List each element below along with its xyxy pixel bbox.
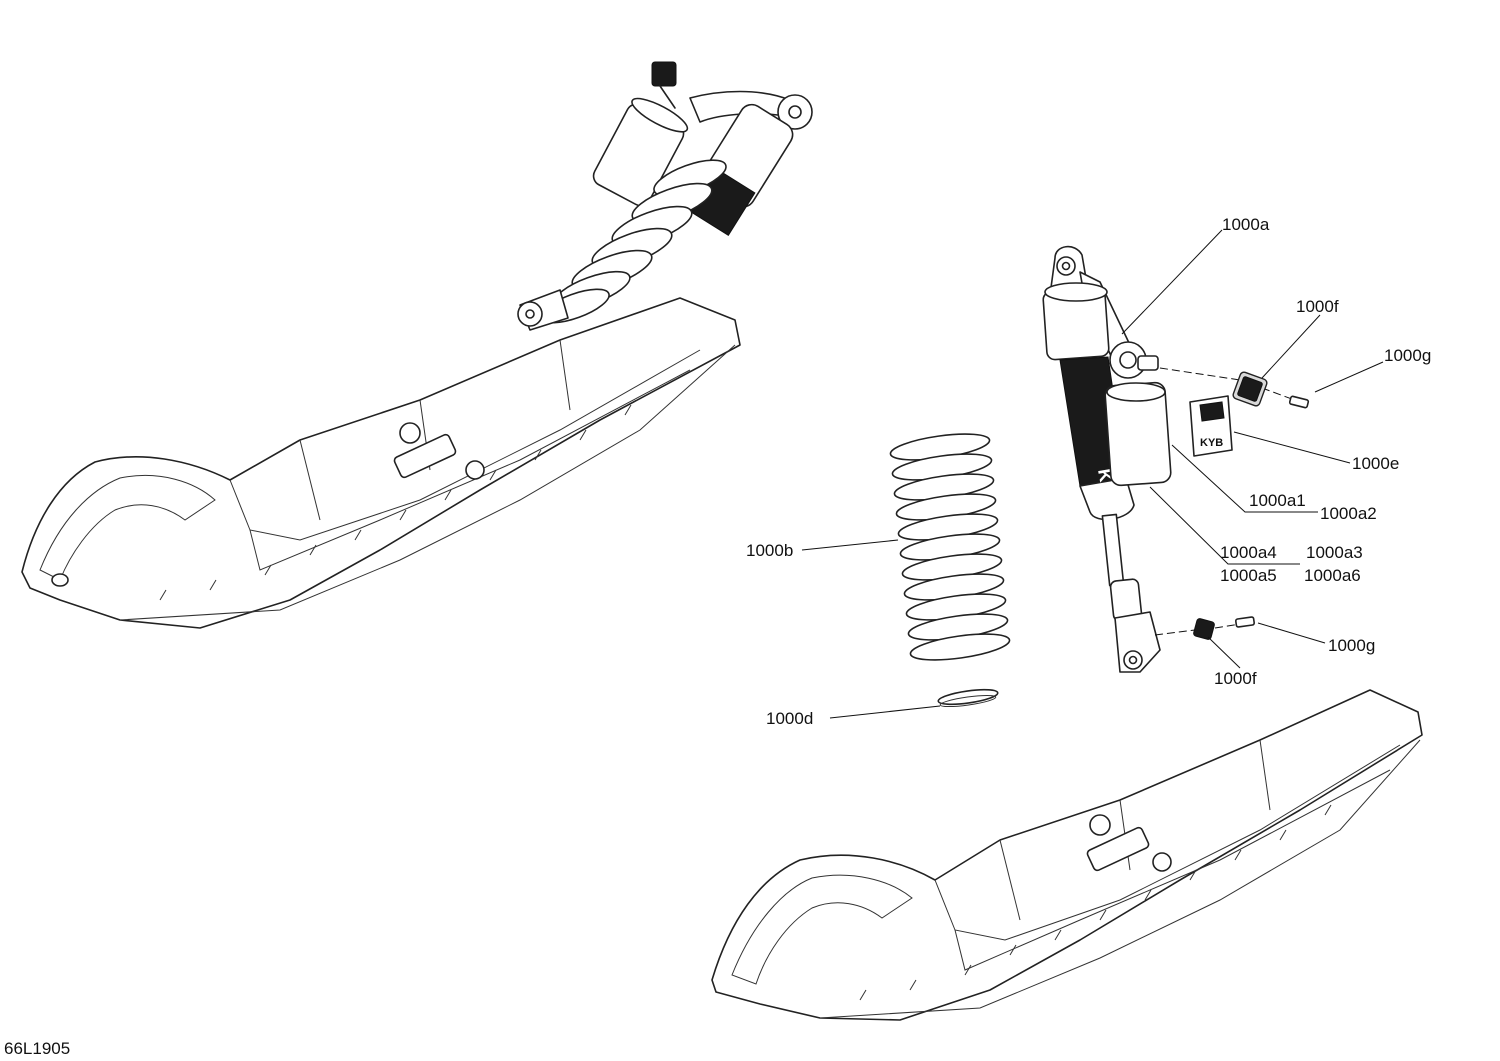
callout-1000a6: 1000a6 (1304, 566, 1361, 585)
callout-1000a5: 1000a5 (1220, 566, 1277, 585)
diagram-id: 66L1905 (4, 1039, 70, 1058)
callout-1000f-top: 1000f (1296, 297, 1339, 316)
callout-1000f-bottom: 1000f (1214, 669, 1257, 688)
spring-coils-assembled (540, 159, 727, 324)
shock-absorber-1000a: KYB (1042, 245, 1172, 673)
decal-kyb-text: KYB (1200, 437, 1223, 449)
leader-lines (801, 229, 1384, 719)
decal-1000e: KYB (1189, 395, 1233, 457)
callout-1000a1: 1000a1 (1249, 491, 1306, 510)
ski-top-left (21, 297, 741, 629)
washer-1000d (937, 688, 999, 708)
callout-1000a3: 1000a3 (1306, 543, 1363, 562)
callout-1000d: 1000d (766, 709, 813, 728)
adjuster-knob-1000f-top (1232, 371, 1268, 407)
callout-1000b: 1000b (746, 541, 793, 560)
callout-1000e: 1000e (1352, 454, 1399, 473)
ski-bottom-right (711, 689, 1423, 1021)
callout-1000a4: 1000a4 (1220, 543, 1277, 562)
callout-1000a2: 1000a2 (1320, 504, 1377, 523)
callout-1000a: 1000a (1222, 215, 1270, 234)
callout-1000g-top: 1000g (1384, 346, 1431, 365)
spring-1000b (889, 433, 1011, 661)
screw-1000g-bottom (1234, 616, 1256, 628)
adjuster-knob-1000f-bottom (1193, 618, 1215, 640)
callout-labels: 1000a 1000f 1000g 1000e 1000a1 1000a2 10… (746, 215, 1431, 728)
callout-1000g-bottom: 1000g (1328, 636, 1375, 655)
screw-1000g-top (1288, 395, 1310, 409)
assembled-shock-top-left (517, 61, 813, 331)
